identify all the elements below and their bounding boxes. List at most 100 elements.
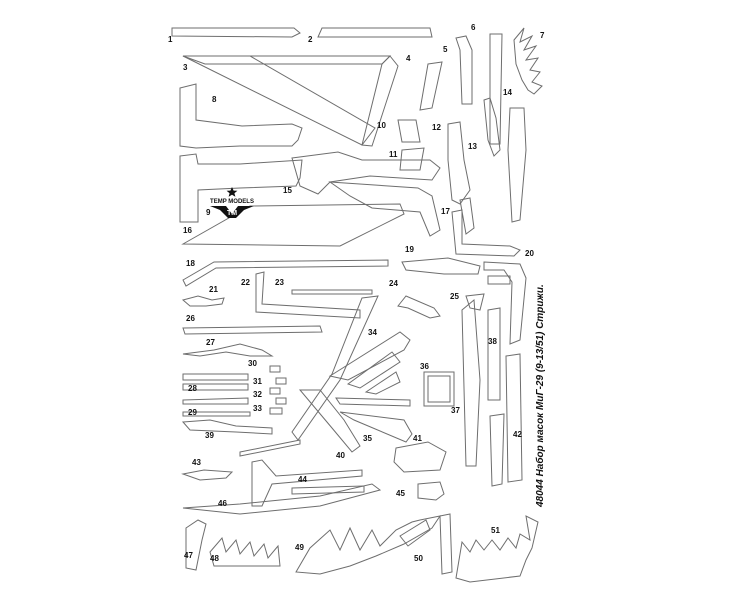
part-number: 19 [405,245,414,254]
mask-part-34c [346,351,401,389]
mask-part-51b [439,513,453,575]
mask-part-9 [179,153,303,223]
part-number: 9 [206,208,211,217]
logo-wordmark: TEMP MODELS [210,199,254,205]
part-number: 30 [248,359,257,368]
part-number: 17 [441,207,450,216]
mask-part-38 [487,307,501,401]
mask-part-29 [182,397,249,405]
part-number: 51 [491,526,500,535]
part-number: 26 [186,314,195,323]
part-number: 39 [205,431,214,440]
part-number: 25 [450,292,459,301]
part-number: 8 [212,95,217,104]
mask-part-18 [182,259,389,287]
part-number: 20 [525,249,534,258]
mask-part-17 [459,197,475,235]
mask-part-24 [397,295,441,319]
mask-part-35 [298,389,361,453]
part-number: 31 [253,377,262,386]
mask-part-17b [451,209,521,257]
mask-part-4 [182,55,376,146]
part-number: 15 [283,186,292,195]
mask-part-31 [269,387,281,395]
mask-part-43 [181,469,234,481]
mask-part-13 [483,97,501,157]
mask-part-11 [399,147,425,171]
part-number: 37 [451,406,460,415]
mask-part-46 [182,483,382,515]
part-number: 44 [298,475,307,484]
sheet-side-title: 48044 Набор масок МиГ-29 (9-13/51) Стриж… [534,284,546,508]
mask-part-48 [209,536,281,567]
mask-part-45 [417,481,445,501]
mask-part-49 [295,515,442,575]
mask-part-36b [423,371,455,407]
mask-part-1 [171,27,301,38]
temp-models-logo: TEMP MODELS TM [210,187,254,218]
part-number: 43 [192,458,201,467]
mask-part-4b [361,55,399,147]
mask-part-39 [181,419,273,435]
mask-part-38b [489,413,505,487]
mask-part-35c [339,411,413,443]
mask-part-37 [461,298,481,467]
mask-part-51 [455,515,539,583]
part-number: 50 [414,554,423,563]
logo-star-icon [226,187,238,197]
mask-part-42 [505,353,523,483]
part-number: 47 [184,551,193,560]
part-number: 35 [363,434,372,443]
part-number: 46 [218,499,227,508]
mask-part-6b [489,33,503,145]
part-number: 27 [206,338,215,347]
part-number: 5 [443,45,448,54]
mask-part-23 [291,289,373,295]
part-number: 23 [275,278,284,287]
mask-part-44 [291,485,365,495]
mask-part-40 [239,439,301,457]
part-number-labels: 1 2 3 4 5 6 7 8 9 10 11 12 13 14 15 16 1… [168,23,545,563]
part-number: 7 [540,31,545,40]
part-number: 6 [471,23,476,32]
part-number: 4 [406,54,411,63]
mask-part-20 [483,261,527,345]
mask-part-7 [513,27,543,95]
mask-part-29b [182,411,251,417]
part-number: 11 [389,150,398,159]
part-number: 34 [368,328,377,337]
part-number: 1 [168,35,173,44]
part-number: 41 [413,434,422,443]
mask-part-27 [182,343,274,357]
part-number: 42 [513,430,522,439]
mask-part-30 [269,365,281,373]
logo-monogram: TM [227,210,237,217]
part-number: 38 [488,337,497,346]
mask-part-15 [291,151,441,195]
part-number: 10 [377,121,386,130]
mask-outlines [171,27,543,583]
part-number: 18 [186,259,195,268]
part-number: 14 [503,88,512,97]
part-number: 13 [468,142,477,151]
part-number: 24 [389,279,398,288]
part-number: 3 [183,63,188,72]
mask-part-20b [487,275,511,285]
mask-part-32 [275,397,287,405]
part-number: 36 [420,362,429,371]
part-number: 48 [210,554,219,563]
mask-part-8 [179,83,303,149]
mask-part-28 [182,373,249,381]
mask-part-34d [364,371,401,395]
logo-wings-icon [210,206,254,218]
mask-part-47 [185,519,207,571]
part-number: 45 [396,489,405,498]
mask-part-41 [393,441,447,473]
part-number: 28 [188,384,197,393]
part-number: 32 [253,390,262,399]
mask-part-50 [399,519,431,547]
mask-part-5 [419,61,443,111]
part-number: 21 [209,285,218,294]
mask-part-33 [269,407,283,415]
